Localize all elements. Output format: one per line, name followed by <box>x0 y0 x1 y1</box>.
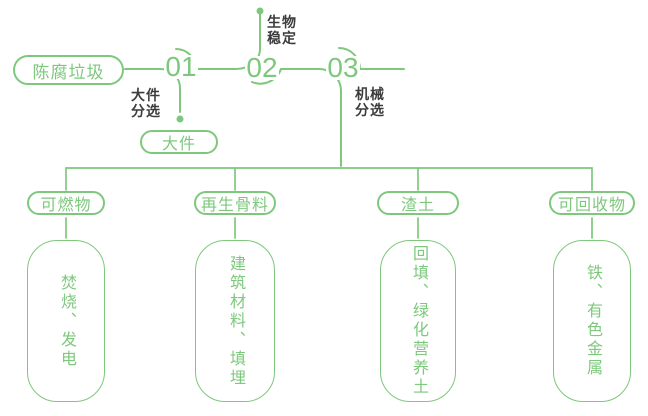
step2-label-line2: 稳定 <box>267 30 297 46</box>
step3-label-line1: 机械 <box>355 86 385 102</box>
destination-text: 焚烧、发电 <box>58 273 75 369</box>
branch-pill-combustible: 可燃物 <box>27 191 105 215</box>
branch-pill-label: 再生骨料 <box>200 197 269 214</box>
source-label: 陈腐垃圾 <box>32 62 105 82</box>
step2-label-line1: 生物 <box>267 14 297 30</box>
branch-bar <box>65 167 593 191</box>
destination-box-recycled-aggregate: 建筑材料、填埋 <box>195 240 275 402</box>
step2-label: 生物 稳定 <box>267 14 297 46</box>
destination-text: 铁、有色金属 <box>584 264 601 378</box>
step1-label: 大件 分选 <box>131 87 161 119</box>
step1-label-line1: 大件 <box>131 87 161 103</box>
step3-label: 机械 分选 <box>355 86 385 118</box>
step1-number: 01 <box>164 51 198 82</box>
source-pill: 陈腐垃圾 <box>13 55 124 85</box>
step1-label-line2: 分选 <box>131 103 161 119</box>
branch-pill-label: 渣土 <box>400 197 435 214</box>
destination-text: 回填、绿化营养土 <box>410 245 427 397</box>
branch-pill-label: 可回收物 <box>557 197 626 214</box>
branch-pill-slag-soil: 渣土 <box>377 191 459 215</box>
bulky-output-pill: 大件 <box>140 130 218 154</box>
destination-box-slag-soil: 回填、绿化营养土 <box>380 240 456 402</box>
destination-box-recyclables: 铁、有色金属 <box>553 240 631 402</box>
destination-text: 建筑材料、填埋 <box>227 254 244 388</box>
step3-number: 03 <box>326 52 360 83</box>
branch-pill-recycled-aggregate: 再生骨料 <box>194 191 276 215</box>
bulky-dot <box>176 115 184 123</box>
branch-pill-recyclables: 可回收物 <box>549 191 635 215</box>
destination-box-combustible: 焚烧、发电 <box>27 240 105 402</box>
bulky-output-label: 大件 <box>161 136 196 153</box>
bio-dot <box>256 7 264 15</box>
step3-label-line2: 分选 <box>355 102 385 118</box>
branch-pill-label: 可燃物 <box>40 197 92 214</box>
line-step2-to-step3 <box>251 68 342 167</box>
step2-number: 02 <box>245 52 279 83</box>
